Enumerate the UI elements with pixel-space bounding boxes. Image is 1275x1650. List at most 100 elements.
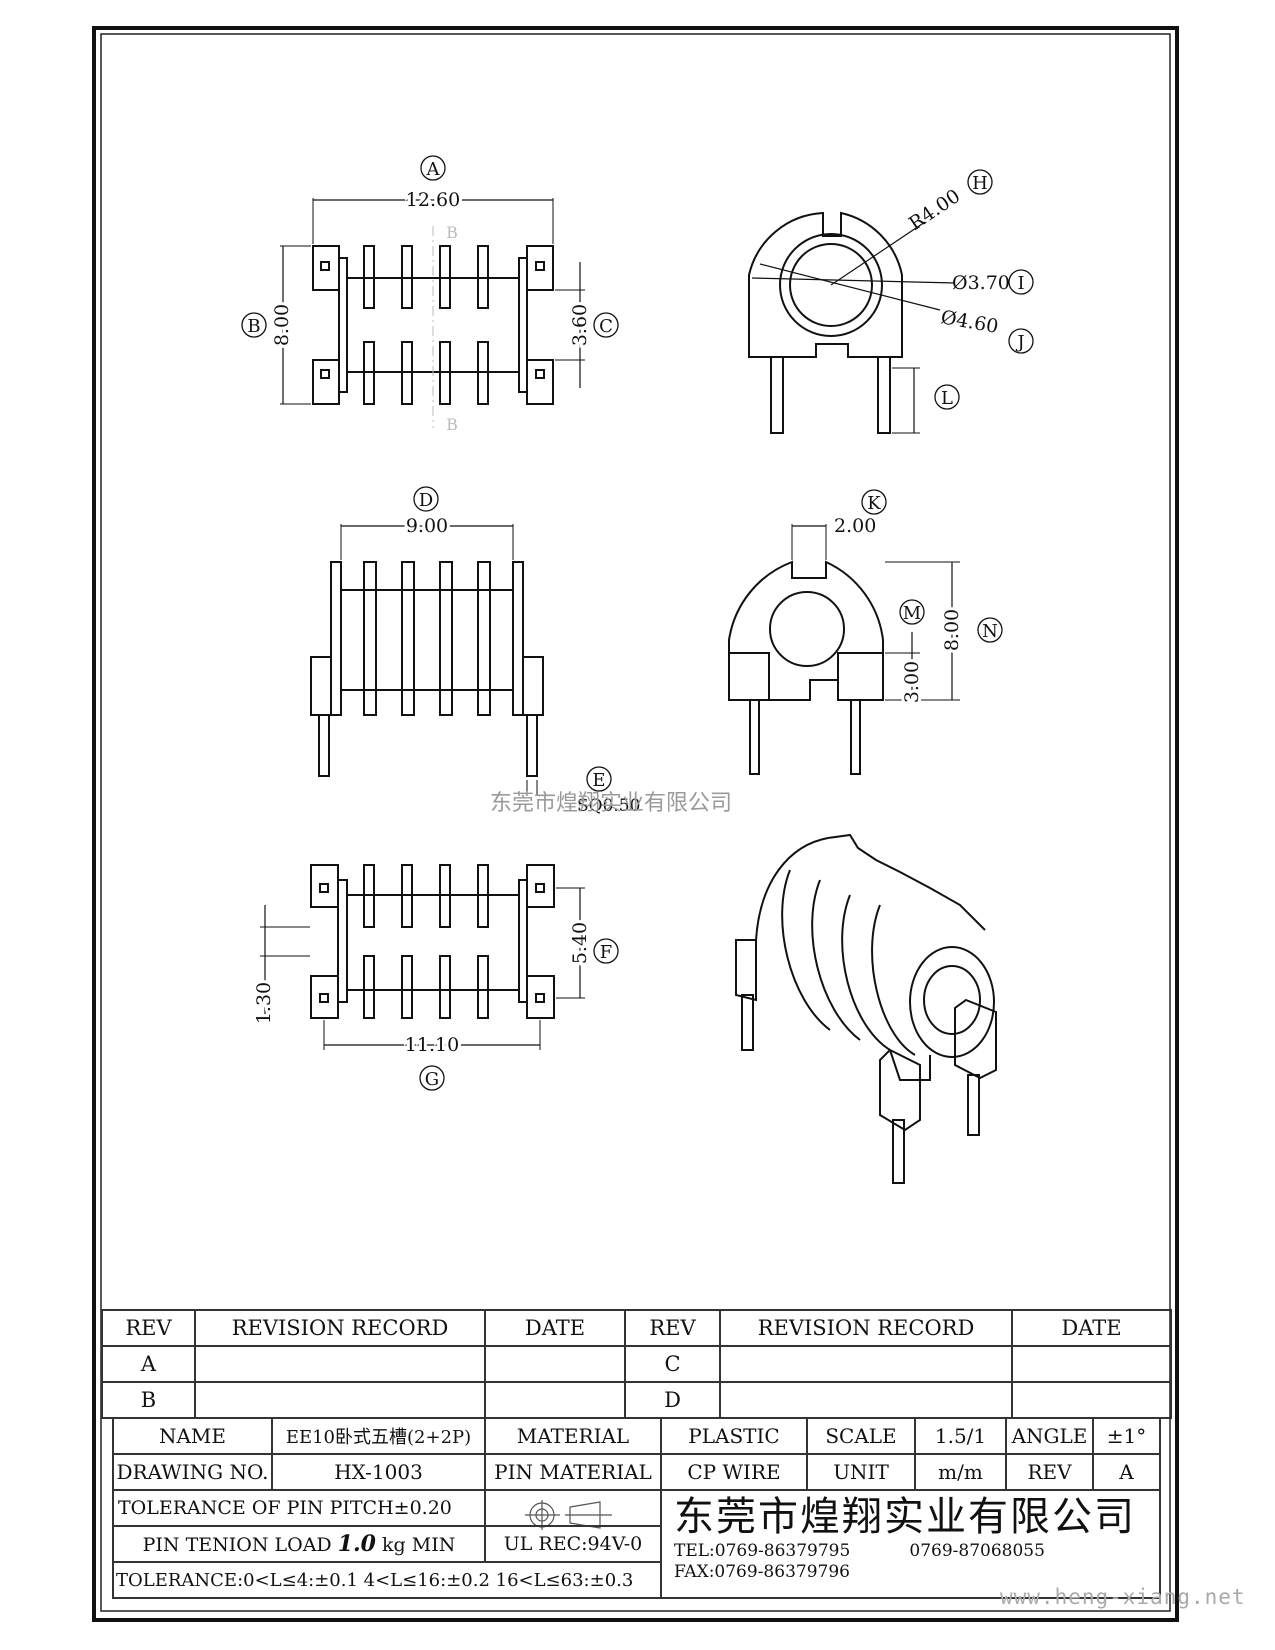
callout-h: H — [972, 173, 988, 194]
callout-f-circle — [593, 938, 619, 964]
date-header-2: DATE — [1011, 1309, 1172, 1347]
dim-inner-dia: Ø3.70 — [952, 272, 1010, 294]
record-cell — [719, 1381, 1013, 1419]
date-cell — [1011, 1381, 1172, 1419]
callout-j-circle — [1008, 328, 1034, 354]
tel-number: TEL:0769-86379795 — [674, 1541, 851, 1561]
callout-g-circle — [419, 1065, 445, 1091]
date-cell — [484, 1381, 626, 1419]
name-value: EE10卧式五槽(2+2P) — [271, 1417, 486, 1455]
side-view — [310, 524, 544, 796]
date-header-1: DATE — [484, 1309, 626, 1347]
rev-label: REV — [1005, 1453, 1094, 1491]
tel-number-2: 0769-87068055 — [909, 1541, 1045, 1561]
dim-top-gap: 3.60 — [569, 304, 591, 346]
callout-m-circle — [899, 599, 925, 625]
section-mark-top: B — [446, 223, 458, 242]
dim-outer-dia: Ø4.60 — [939, 306, 1000, 338]
dim-top-width: 12.60 — [406, 189, 460, 211]
callout-a: A — [426, 159, 441, 180]
rev-header-1: REV — [101, 1309, 196, 1347]
callout-b-circle — [241, 312, 267, 338]
record-cell — [719, 1345, 1013, 1383]
pin-tenion-prefix: PIN TENION LOAD — [142, 1534, 332, 1556]
watermark-text: 东莞市煌翔实业有限公司 — [490, 791, 733, 816]
table-row: B D — [101, 1381, 1172, 1419]
callout-k-circle — [861, 489, 887, 515]
dim-bottom-width: 11.10 — [405, 1034, 459, 1056]
record-cell — [194, 1381, 486, 1419]
callout-f: F — [600, 942, 613, 963]
material-value: PLASTIC — [660, 1417, 808, 1455]
rev-cell: B — [101, 1381, 196, 1419]
company-name: 东莞市煌翔实业有限公司 — [674, 1494, 1136, 1540]
dim-top-height: 8.00 — [271, 304, 293, 346]
table-row: A C — [101, 1345, 1172, 1383]
tolerance-pitch: TOLERANCE OF PIN PITCH±0.20 — [112, 1489, 486, 1527]
dim-end-base: 3.00 — [901, 661, 923, 703]
title-row-tolerance-general: TOLERANCE:0<L≤4:±0.1 4<L≤16:±0.2 16<L≤63… — [112, 1561, 1160, 1599]
rev-cell: C — [624, 1345, 721, 1383]
material-label: MATERIAL — [484, 1417, 662, 1455]
callout-g: G — [425, 1069, 439, 1090]
pin-tenion-value: 1.0 — [337, 1531, 376, 1557]
callout-i-circle — [1008, 269, 1034, 295]
rev-value: A — [1092, 1453, 1161, 1491]
unit-value: m/m — [914, 1453, 1007, 1491]
pin-tenion-suffix: kg MIN — [382, 1534, 456, 1556]
dim-pin-sq: SQ0.50 — [577, 796, 640, 816]
callout-m: M — [903, 603, 921, 624]
drawing-no-value: HX-1003 — [271, 1453, 486, 1491]
tolerance-general: TOLERANCE:0<L≤4:±0.1 4<L≤16:±0.2 16<L≤63… — [112, 1561, 662, 1599]
scale-value: 1.5/1 — [914, 1417, 1007, 1455]
callout-d: D — [419, 490, 433, 511]
end-view-top — [748, 211, 956, 434]
projection-symbol-cell — [484, 1489, 662, 1527]
title-row-drawing-no: DRAWING NO. HX-1003 PIN MATERIAL CP WIRE… — [112, 1453, 1161, 1491]
callout-j: J — [1015, 332, 1024, 353]
callout-i: I — [1017, 273, 1024, 294]
dim-side-width: 9.00 — [406, 515, 448, 537]
ul-rec: UL REC:94V-0 — [484, 1525, 662, 1563]
pin-tenion-load: PIN TENION LOAD 1.0 kg MIN — [112, 1525, 486, 1563]
callout-n: N — [982, 621, 998, 642]
dim-row-gap: 5.40 — [569, 922, 591, 964]
top-view — [280, 198, 585, 428]
contact-fax: FAX:0769-86379796 — [674, 1562, 850, 1582]
bottom-view — [260, 864, 585, 1050]
title-block: NAME EE10卧式五槽(2+2P) MATERIAL PLASTIC SCA… — [112, 1417, 1161, 1599]
date-cell — [484, 1345, 626, 1383]
callout-c-circle — [593, 312, 619, 338]
callout-k: K — [867, 493, 881, 514]
dim-slot: 2.00 — [834, 515, 876, 537]
inner-border — [100, 33, 1171, 1612]
revision-header-row: REV REVISION RECORD DATE REV REVISION RE… — [101, 1309, 1172, 1347]
unit-label: UNIT — [806, 1453, 916, 1491]
outer-border — [92, 26, 1179, 1622]
callout-a-circle — [420, 155, 446, 181]
title-row-tolerance-pitch: TOLERANCE OF PIN PITCH±0.20 东莞市煌翔实业有限公司 … — [112, 1489, 1161, 1599]
pin-material-value: CP WIRE — [660, 1453, 808, 1491]
callout-n-circle — [977, 617, 1003, 643]
revision-record-header-1: REVISION RECORD — [194, 1309, 486, 1347]
callout-e-circle — [586, 766, 612, 792]
callout-l-circle — [934, 384, 960, 410]
end-view-bottom — [728, 524, 960, 775]
angle-label: ANGLE — [1005, 1417, 1094, 1455]
dim-end-height: 8.00 — [941, 609, 963, 651]
pin-material-label: PIN MATERIAL — [484, 1453, 662, 1491]
dim-pitch: 1.30 — [253, 982, 275, 1024]
dim-radius: R4.00 — [905, 185, 964, 235]
isometric-view — [735, 833, 997, 1184]
callout-c: C — [599, 316, 613, 337]
drawing-no-label: DRAWING NO. — [112, 1453, 273, 1491]
scale-label: SCALE — [806, 1417, 916, 1455]
rev-cell: D — [624, 1381, 721, 1419]
callout-d-circle — [413, 486, 439, 512]
callout-e: E — [592, 770, 605, 791]
callout-h-circle — [967, 169, 993, 195]
angle-value: ±1° — [1092, 1417, 1161, 1455]
callout-b: B — [247, 316, 260, 337]
section-mark-bottom: B — [446, 415, 458, 434]
